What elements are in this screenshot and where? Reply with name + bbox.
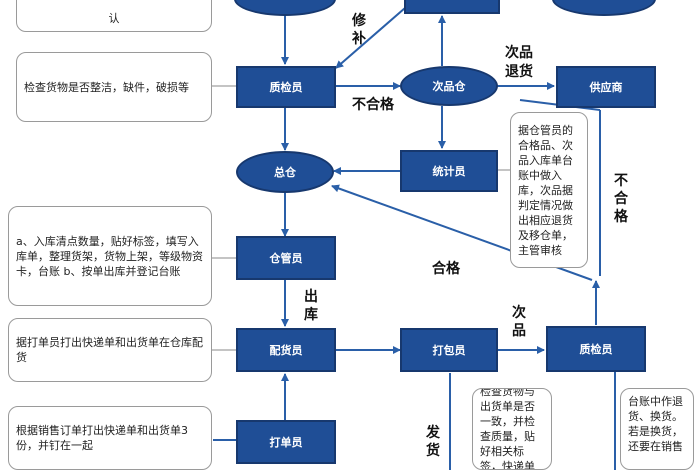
node-label: 供应商 <box>589 81 623 94</box>
note-text: 据打单员打出快递单和出货单在仓库配货 <box>16 336 203 364</box>
node-packer: 打包员 <box>400 328 498 372</box>
node-order-printer: 打单员 <box>236 420 336 464</box>
note-picker: 据打单员打出快递单和出货单在仓库配货 <box>8 318 212 382</box>
label-qualified: 合格 <box>432 261 460 277</box>
node-label: 质检员 <box>579 343 613 356</box>
note-text: a、入库清点数量，贴好标签，填写入库单，整理货架，货物上架，等级物资卡，台账 b… <box>16 234 203 278</box>
node-label: 仓管员 <box>269 252 303 265</box>
note-statistician: 据仓管员的合格品、次品入库单台账中做入库，次品据判定情况做出相应退货及移仓单，主… <box>510 112 588 268</box>
note-text: 认 <box>108 12 120 25</box>
note-order-printer: 根据销售订单打出快递单和出货单3份，并钉在一起 <box>8 406 212 470</box>
label-unqualified-left: 不合格 <box>352 97 394 113</box>
note-text: 检查货物与出货单是否一致，并检查质量，贴好相关标签，快递单 <box>480 388 535 470</box>
node-warehouse-keeper: 仓管员 <box>236 236 336 280</box>
node-label: 打包员 <box>432 344 466 357</box>
label-unqualified-right: 不合格 <box>614 173 628 225</box>
node-defective-warehouse: 次品仓 <box>400 66 498 106</box>
note-right-bottom: 台账中作退货、换货。若是换货，还要在销售 <box>620 388 694 470</box>
node-supplier: 供应商 <box>556 66 656 108</box>
node-main-warehouse: 总仓 <box>236 151 334 193</box>
label-ship: 发货 <box>426 425 440 459</box>
note-top-left-fragment: 认 <box>16 0 212 32</box>
note-inspect-goods: 检查货物是否整洁，缺件，破损等 <box>16 52 212 122</box>
node-label: 次品仓 <box>432 80 466 93</box>
node-statistician: 统计员 <box>400 150 498 192</box>
node-label: 总仓 <box>274 166 296 179</box>
node-label: 配货员 <box>269 344 303 357</box>
node-label: 打单员 <box>269 436 303 449</box>
node-quality-inspector-top: 质检员 <box>236 66 336 108</box>
edge-repair-return <box>335 7 406 69</box>
note-text: 据仓管员的合格品、次品入库单台账中做入库，次品据判定情况做出相应退货及移仓单，主… <box>518 123 573 257</box>
top-node-box-middle <box>404 0 500 14</box>
note-text: 检查货物是否整洁，缺件，破损等 <box>24 80 189 94</box>
label-repair: 修补 <box>352 13 366 47</box>
node-label: 质检员 <box>269 81 303 94</box>
label-defective: 次品 <box>512 305 526 339</box>
node-picker: 配货员 <box>236 328 336 372</box>
node-quality-inspector-bottom: 质检员 <box>546 326 646 372</box>
note-packer: 检查货物与出货单是否一致，并检查质量，贴好相关标签，快递单 <box>472 388 552 470</box>
label-outbound: 出库 <box>304 289 318 323</box>
note-text: 根据销售订单打出快递单和出货单3份，并钉在一起 <box>16 424 188 452</box>
node-label: 统计员 <box>432 165 466 178</box>
note-text: 台账中作退货、换货。若是换货，还要在销售 <box>628 395 683 453</box>
note-warehouse-keeper: a、入库清点数量，贴好标签，填写入库单，整理货架，货物上架，等级物资卡，台账 b… <box>8 206 212 306</box>
label-defective-return: 次品退货 <box>505 45 533 80</box>
